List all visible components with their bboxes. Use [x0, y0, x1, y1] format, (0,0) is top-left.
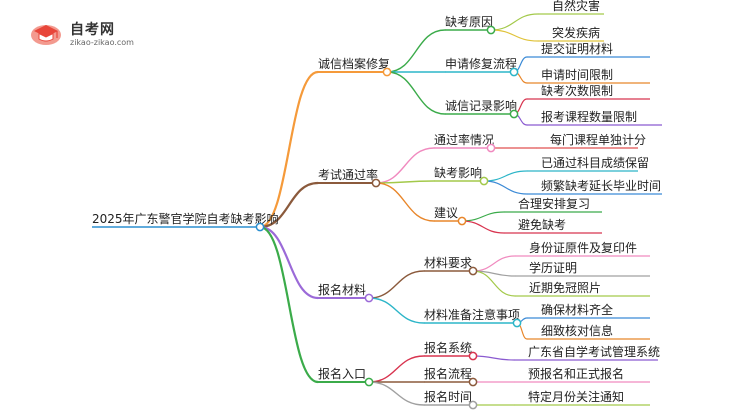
- root-node: [255, 222, 265, 232]
- leaf-label: 学历证明: [529, 260, 577, 275]
- branch-label: 报名材料: [318, 282, 366, 297]
- subtopic-connector: [386, 29, 446, 73]
- subtopic-label: 报名流程: [424, 366, 472, 381]
- subtopic-node: [479, 176, 489, 186]
- leaf-connector: [461, 211, 505, 222]
- subtopic-connector: [368, 381, 425, 406]
- subtopic-node: [486, 25, 496, 35]
- leaf-connector: [472, 255, 516, 272]
- subtopic-label: 材料要求: [424, 256, 472, 270]
- branch-connector: [258, 225, 320, 300]
- subtopic-label: 诚信记录影响: [445, 98, 517, 113]
- leaf-label: 每门课程单独计分: [550, 132, 646, 147]
- subtopic-connector: [368, 297, 425, 324]
- root-label: 2025年广东警官学院自考缺考影响: [92, 211, 279, 226]
- subtopic-connector: [375, 182, 435, 222]
- leaf-label: 确保材料齐全: [541, 302, 613, 317]
- leaf-label: 频繁缺考延长毕业时间: [541, 178, 661, 193]
- leaf-label: 广东省自学考试管理系统: [528, 344, 660, 359]
- subtopic-node: [486, 143, 496, 153]
- subtopic-connector: [368, 355, 425, 383]
- leaf-label: 突发疾病: [552, 25, 600, 40]
- leaf-label: 已通过科目成绩保留: [541, 156, 649, 170]
- subtopic-node: [457, 216, 467, 226]
- branch-connector: [258, 225, 320, 384]
- site-logo[interactable]: 自考网 zikao-zikao.com: [30, 18, 150, 52]
- branch-connector: [258, 181, 320, 229]
- leaf-label: 申请时间限制: [541, 68, 613, 82]
- logo-title: 自考网: [70, 22, 115, 38]
- subtopic-connector: [368, 270, 425, 299]
- leaf-label: 避免缺考: [518, 217, 566, 232]
- subtopic-label: 缺考原因: [445, 14, 493, 29]
- subtopic-label: 缺考影响: [434, 165, 482, 180]
- leaf-connector: [490, 13, 539, 31]
- leaf-label: 提交证明材料: [541, 41, 613, 56]
- subtopic-connector: [375, 180, 435, 184]
- leaf-label: 身份证原件及复印件: [529, 240, 637, 255]
- subtopic-label: 建议: [434, 206, 458, 220]
- subtopic-node: [509, 67, 519, 77]
- subtopic-label: 报名系统: [424, 340, 472, 355]
- leaf-label: 特定月份关注通知: [528, 389, 624, 404]
- subtopic-node: [468, 266, 478, 276]
- subtopic-node: [468, 400, 478, 410]
- leaf-label: 缺考次数限制: [541, 83, 613, 98]
- subtopic-node: [468, 351, 478, 361]
- subtopic-label: 材料准备注意事项: [424, 307, 520, 322]
- subtopic-label: 申请修复流程: [445, 56, 517, 71]
- subtopic-label: 通过率情况: [434, 132, 494, 147]
- leaf-connector: [472, 270, 516, 297]
- subtopic-node: [512, 318, 522, 328]
- leaf-connector: [461, 220, 505, 234]
- branch-label: 诚信档案修复: [318, 56, 390, 71]
- graduation-cap-icon: [31, 25, 61, 45]
- leaf-label: 细致核对信息: [541, 323, 613, 338]
- leaf-connector: [490, 29, 539, 42]
- branch-node: [371, 178, 381, 188]
- subtopic-label: 报名时间: [424, 389, 472, 404]
- subtopic-connector: [386, 71, 446, 115]
- leaf-label: 预报名和正式报名: [528, 366, 624, 381]
- branch-connector: [258, 70, 320, 229]
- subtopic-node: [468, 377, 478, 387]
- branch-label: 报名入口: [318, 366, 366, 381]
- leaf-connector: [483, 180, 528, 195]
- leaf-label: 合理安排复习: [518, 196, 590, 211]
- branch-label: 考试通过率: [318, 167, 378, 182]
- branch-node: [382, 67, 392, 77]
- leaf-label: 近期免冠照片: [529, 280, 601, 295]
- leaf-connector: [472, 355, 515, 361]
- leaf-label: 报考课程数量限制: [541, 109, 637, 124]
- logo-url: zikao-zikao.com: [70, 38, 134, 47]
- subtopic-node: [509, 109, 519, 119]
- leaf-connector: [483, 170, 528, 182]
- branch-node: [364, 377, 374, 387]
- branch-node: [364, 293, 374, 303]
- leaf-label: 自然灾害: [552, 0, 600, 13]
- subtopic-connector: [375, 147, 435, 184]
